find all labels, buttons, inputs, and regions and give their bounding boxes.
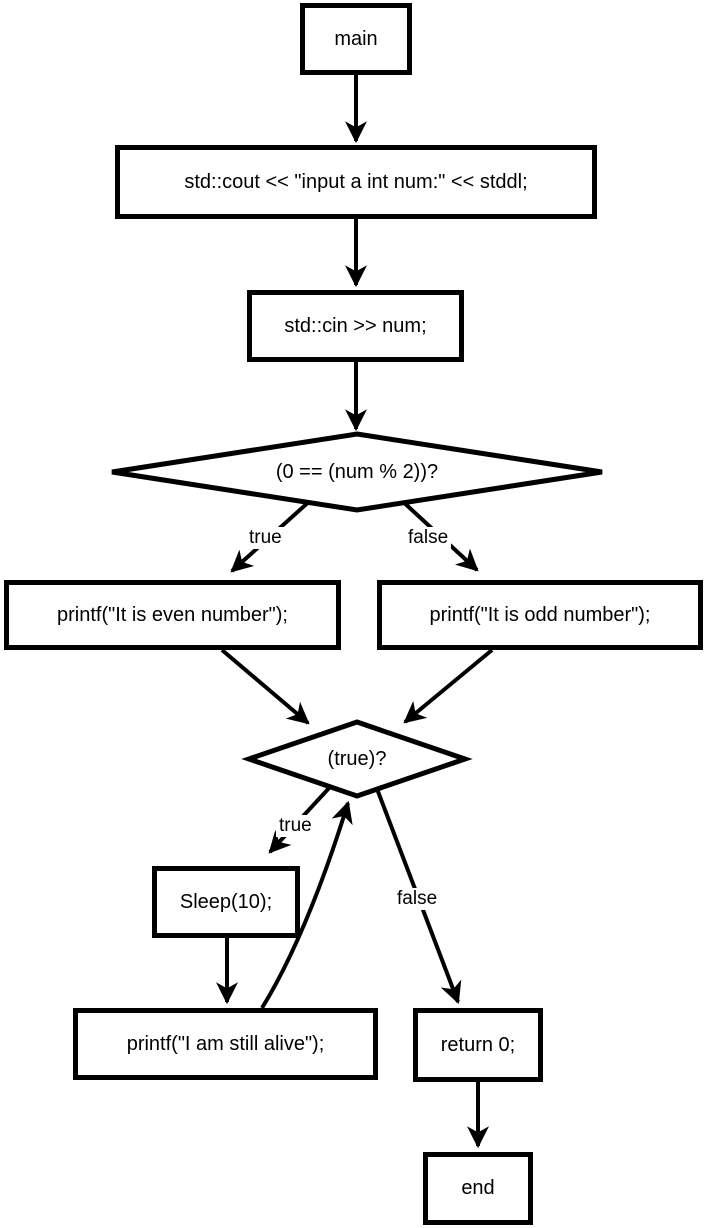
- edge-print-odd-to-loop-check: [403, 648, 494, 724]
- edge-label-loop-true: true: [276, 815, 315, 837]
- loop-check-diamond: [241, 719, 473, 799]
- edge-label-loop-false: false: [394, 888, 441, 910]
- even-check-diamond: [111, 431, 603, 513]
- node-print-alive: printf("I am still alive");: [73, 1008, 378, 1080]
- node-print-even: printf("It is even number");: [4, 580, 341, 650]
- node-print-odd: printf("It is odd number");: [377, 580, 703, 650]
- node-return0: return 0;: [413, 1008, 543, 1082]
- node-main: main: [300, 3, 412, 75]
- node-end: end: [423, 1152, 533, 1225]
- node-cout: std::cout << "input a int num:" << stddl…: [115, 145, 597, 219]
- edge-print-alive-to-loop-check: [260, 800, 353, 1010]
- node-cin: std::cin >> num;: [247, 290, 464, 362]
- edge-label-even-true: true: [246, 527, 285, 549]
- edge-label-even-false: false: [405, 527, 452, 549]
- node-sleep: Sleep(10);: [152, 866, 300, 938]
- edge-print-even-to-loop-check: [220, 648, 310, 725]
